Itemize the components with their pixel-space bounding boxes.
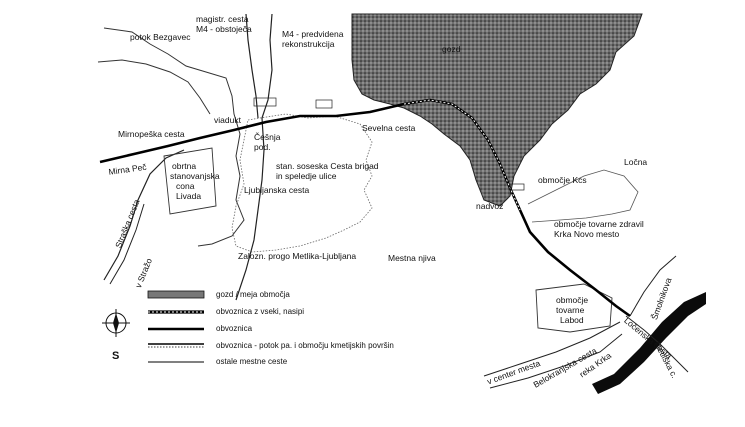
road-straska bbox=[103, 149, 185, 281]
label-obrtna-3: cona bbox=[176, 181, 195, 191]
urban-boundary bbox=[231, 113, 373, 253]
label-cesnja-pod: pod. bbox=[254, 142, 271, 152]
label-mirnopeska-cesta: Mirnopeška cesta bbox=[118, 129, 185, 139]
label-viadukt: viadukt bbox=[214, 115, 241, 125]
road-belokranjska bbox=[489, 333, 623, 389]
road-obrtna-box bbox=[163, 147, 217, 215]
label-stan-1: stan. soseska Cesta brigad bbox=[276, 161, 379, 171]
stream-bezgavec bbox=[103, 27, 245, 247]
label-gozd: gozd bbox=[442, 44, 461, 54]
road-m4-existing bbox=[245, 13, 259, 119]
road-smolnikova bbox=[629, 255, 677, 317]
label-ljubljanska-cesta: Ljubljanska cesta bbox=[244, 185, 310, 195]
building-cluster-1 bbox=[253, 97, 277, 107]
road-center bbox=[483, 321, 621, 377]
label-rekonstrukcija: rekonstrukcija bbox=[282, 39, 335, 49]
stream-west bbox=[97, 59, 211, 115]
legend-item-gozd: gozd / meja območja bbox=[216, 290, 290, 299]
road-m4-new bbox=[261, 13, 273, 119]
compass-icon bbox=[102, 309, 130, 337]
label-mestna-njiva: Mestna njiva bbox=[388, 253, 436, 263]
label-obmocje-3: Labod bbox=[560, 315, 584, 325]
label-obmocje-kcs: območje Kcs bbox=[538, 175, 587, 185]
building-cluster-3 bbox=[509, 183, 525, 191]
label-cesnja: Češnja bbox=[254, 132, 281, 142]
label-obmocje-1: območje bbox=[556, 295, 589, 305]
road-bypass-embankment bbox=[403, 99, 521, 211]
label-sevelna-cesta: Sevelna cesta bbox=[362, 123, 416, 133]
label-locna: Ločna bbox=[624, 157, 648, 167]
label-m4-predvidena: M4 - predvidena bbox=[282, 29, 344, 39]
river-krka bbox=[592, 292, 706, 394]
label-obrtna-2: stanovanjska bbox=[170, 171, 220, 181]
label-potok-bezgavec: potok Bezgavec bbox=[130, 32, 191, 42]
legend-item-ostale: ostale mestne ceste bbox=[216, 357, 288, 366]
legend-item-obvoznica-potok: obvoznica - potok pa. i območju kmetijsk… bbox=[216, 341, 394, 350]
label-obmocje-2: tovarne bbox=[556, 305, 585, 315]
road-locenska bbox=[625, 315, 689, 373]
label-tovarna-2: Krka Novo mesto bbox=[554, 229, 620, 239]
labod-box bbox=[535, 283, 613, 333]
legend-item-obvoznica: obvoznica bbox=[216, 324, 253, 333]
legend-item-obvoznica-nasip: obvoznica z vseki, nasipi bbox=[216, 307, 305, 316]
label-m4-obstojeca: M4 - obstoječa bbox=[196, 24, 252, 34]
label-zalozn: Zalozn. progo Metlika-Ljubljana bbox=[238, 251, 357, 261]
compass-letter: S bbox=[112, 350, 120, 362]
forest-area bbox=[351, 13, 643, 207]
label-obrtna-4: Livada bbox=[176, 191, 202, 201]
road-ljubljanska bbox=[235, 117, 265, 301]
legend-graphics bbox=[147, 290, 205, 363]
label-tovarna-1: območje tovarne zdravil bbox=[554, 219, 644, 229]
locna-boundary bbox=[527, 169, 639, 223]
label-stan-2: in speledje ulice bbox=[276, 171, 337, 181]
label-nadvoz: nadvoz bbox=[476, 201, 504, 211]
building-cluster-2 bbox=[315, 99, 333, 109]
label-obrtna-1: obrtna bbox=[172, 161, 197, 171]
label-magistr-cesta: magistr. cesta bbox=[196, 14, 249, 24]
road-straska-2 bbox=[109, 203, 145, 285]
